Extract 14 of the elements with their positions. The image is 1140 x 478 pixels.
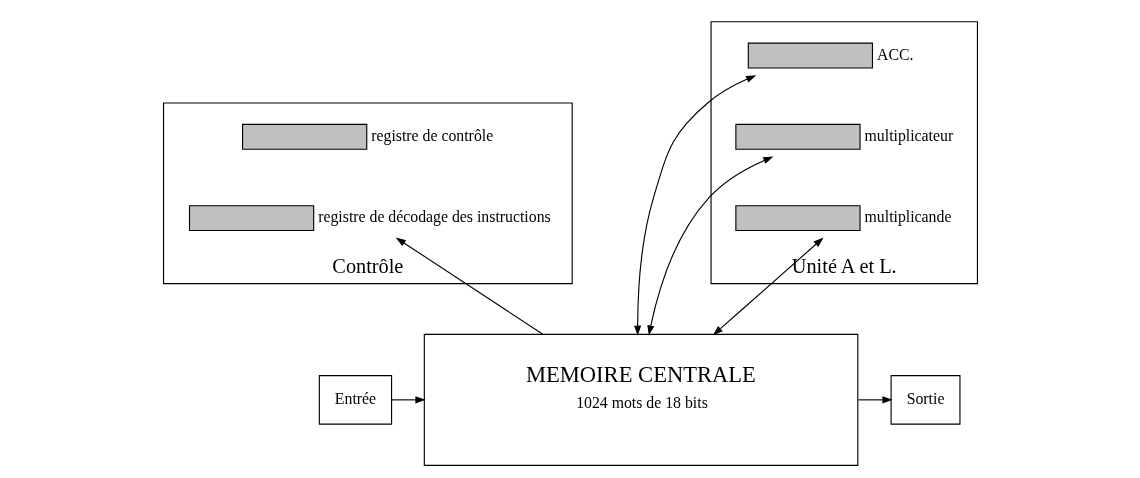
node-label: registre de contrôle (370, 127, 493, 145)
node-box: Entrée (318, 375, 392, 425)
arrow (646, 156, 773, 336)
node-label: multiplicande (864, 208, 951, 226)
node-label: ACC. (876, 45, 913, 63)
node-box: MEMOIRE CENTRALE 1024 mots de 18 bits (423, 333, 858, 466)
node-label: multiplicateur (864, 127, 953, 145)
arrow (857, 396, 893, 404)
node-box: Sortie (890, 375, 961, 425)
arrow (633, 75, 756, 336)
node-label: registre de décodage des instructions (317, 208, 551, 226)
arrow (390, 396, 426, 404)
arrow (395, 237, 543, 335)
arrow (712, 237, 824, 336)
